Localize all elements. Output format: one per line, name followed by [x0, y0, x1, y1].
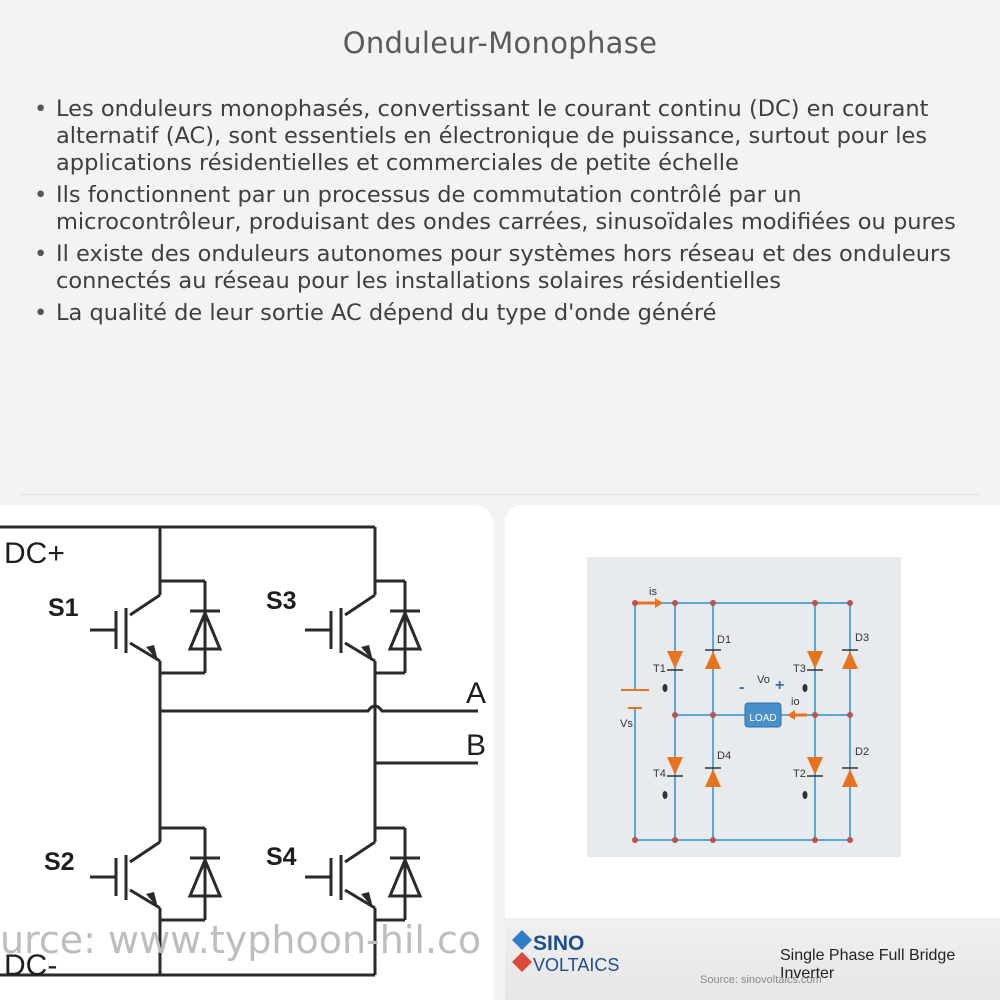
transistor-t1-icon	[667, 651, 683, 669]
load-voltage-label: Vo	[757, 674, 770, 686]
bullet-list: Les onduleurs monophasés, convertissant …	[30, 96, 980, 332]
switch-label-s2: S2	[44, 848, 75, 876]
load-label: LOAD	[749, 713, 776, 724]
transistor-label-t1: T1	[653, 663, 666, 675]
source-voltage-label: Vs	[620, 718, 633, 730]
transistor-t3-icon	[807, 651, 823, 669]
diagram-caption: Single Phase Full Bridge Inverter	[780, 947, 956, 982]
full-bridge-diagram-panel: LOAD	[505, 505, 1000, 1000]
igbt-switch-s4	[305, 820, 423, 935]
load-plus-sign: +	[775, 677, 784, 694]
diode-d3-icon	[842, 651, 858, 669]
transistor-t4-icon	[667, 757, 683, 775]
diode-d1-icon	[705, 651, 721, 669]
source-watermark: urce: www.typhoon-hil.co	[0, 918, 482, 962]
source-current-label: is	[649, 586, 657, 598]
diode-d2-icon	[842, 769, 858, 787]
igbt-switch-s3	[305, 573, 423, 683]
diode-d4-icon	[705, 769, 721, 787]
switch-label-s4: S4	[266, 843, 297, 871]
sinovoltaics-logo-icon	[512, 930, 532, 972]
diode-label-d3: D3	[855, 632, 869, 644]
dc-minus-label: DC-	[4, 949, 57, 982]
transistor-label-t2: T2	[793, 768, 806, 780]
transistor-label-t4: T4	[653, 768, 666, 780]
output-b-label: B	[466, 729, 486, 762]
dc-source-battery	[621, 689, 649, 709]
switch-label-s1: S1	[48, 594, 79, 622]
bullet-item: Les onduleurs monophasés, convertissant …	[30, 96, 980, 177]
load-minus-sign: -	[739, 679, 744, 696]
brand-name-line2: VOLTAICS	[533, 955, 620, 975]
load-block	[744, 702, 782, 728]
igbt-switch-s1	[90, 573, 223, 683]
divider	[20, 494, 980, 495]
bullet-item: Ils fonctionnent par un processus de com…	[30, 182, 980, 236]
source-credit: Source: sinovoltaics.com	[700, 974, 822, 986]
igbt-switch-s2	[90, 820, 223, 935]
brand-name-line1: SINO	[533, 932, 585, 955]
output-a-label: A	[466, 677, 486, 710]
load-current-label: io	[791, 696, 800, 708]
transistor-label-t3: T3	[793, 663, 806, 675]
switch-label-s3: S3	[266, 587, 297, 615]
caption-bar	[505, 918, 1000, 1000]
page-title: Onduleur-Monophase	[342, 26, 658, 60]
bullet-item: La qualité de leur sortie AC dépend du t…	[30, 300, 980, 327]
transistor-t2-icon	[807, 757, 823, 775]
full-bridge-schematic: LOAD	[587, 557, 901, 857]
diode-label-d1: D1	[717, 634, 731, 646]
h-bridge-diagram-panel: DC+ S1 S3 S2 S4 A B DC-	[0, 505, 493, 1000]
dc-plus-label: DC+	[4, 537, 65, 570]
diode-label-d4: D4	[717, 750, 731, 762]
h-bridge-diagram: DC+ S1 S3 S2 S4 A B DC-	[0, 525, 486, 982]
bullet-item: Il existe des onduleurs autonomes pour s…	[30, 241, 980, 295]
diode-label-d2: D2	[855, 746, 869, 758]
